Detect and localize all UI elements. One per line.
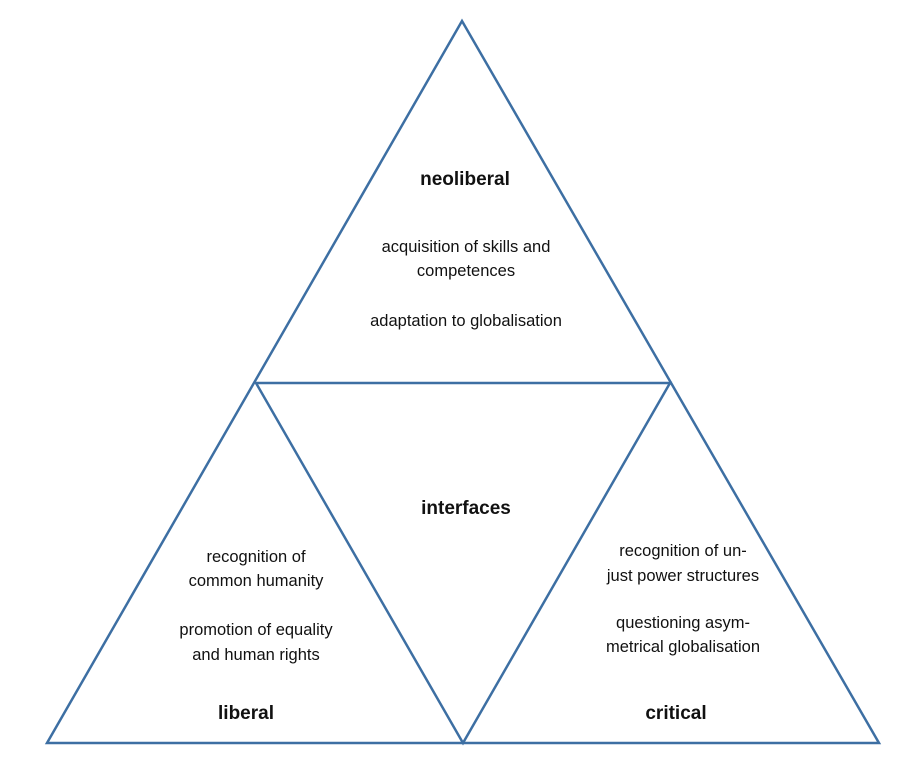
liberal-item: recognition of bbox=[206, 548, 306, 566]
neoliberal-item: adaptation to globalisation bbox=[370, 312, 562, 330]
neoliberal-item: competences bbox=[416, 262, 516, 280]
critical-item: questioning asym- bbox=[616, 614, 750, 632]
neoliberal-title: neoliberal bbox=[420, 169, 510, 190]
critical-item: recognition of un- bbox=[619, 542, 747, 560]
interfaces-title: interfaces bbox=[421, 498, 511, 519]
liberal-item: and human rights bbox=[192, 646, 320, 664]
critical-item: metrical globalisation bbox=[605, 638, 761, 656]
neoliberal-item: acquisition of skills and bbox=[381, 238, 551, 256]
liberal-item: promotion of equality bbox=[179, 621, 333, 639]
critical-item: just power structures bbox=[606, 567, 760, 585]
liberal-title: liberal bbox=[218, 703, 274, 724]
liberal-item: common humanity bbox=[188, 572, 324, 590]
critical-title: critical bbox=[645, 703, 707, 724]
inner-triangle bbox=[253, 381, 673, 746]
